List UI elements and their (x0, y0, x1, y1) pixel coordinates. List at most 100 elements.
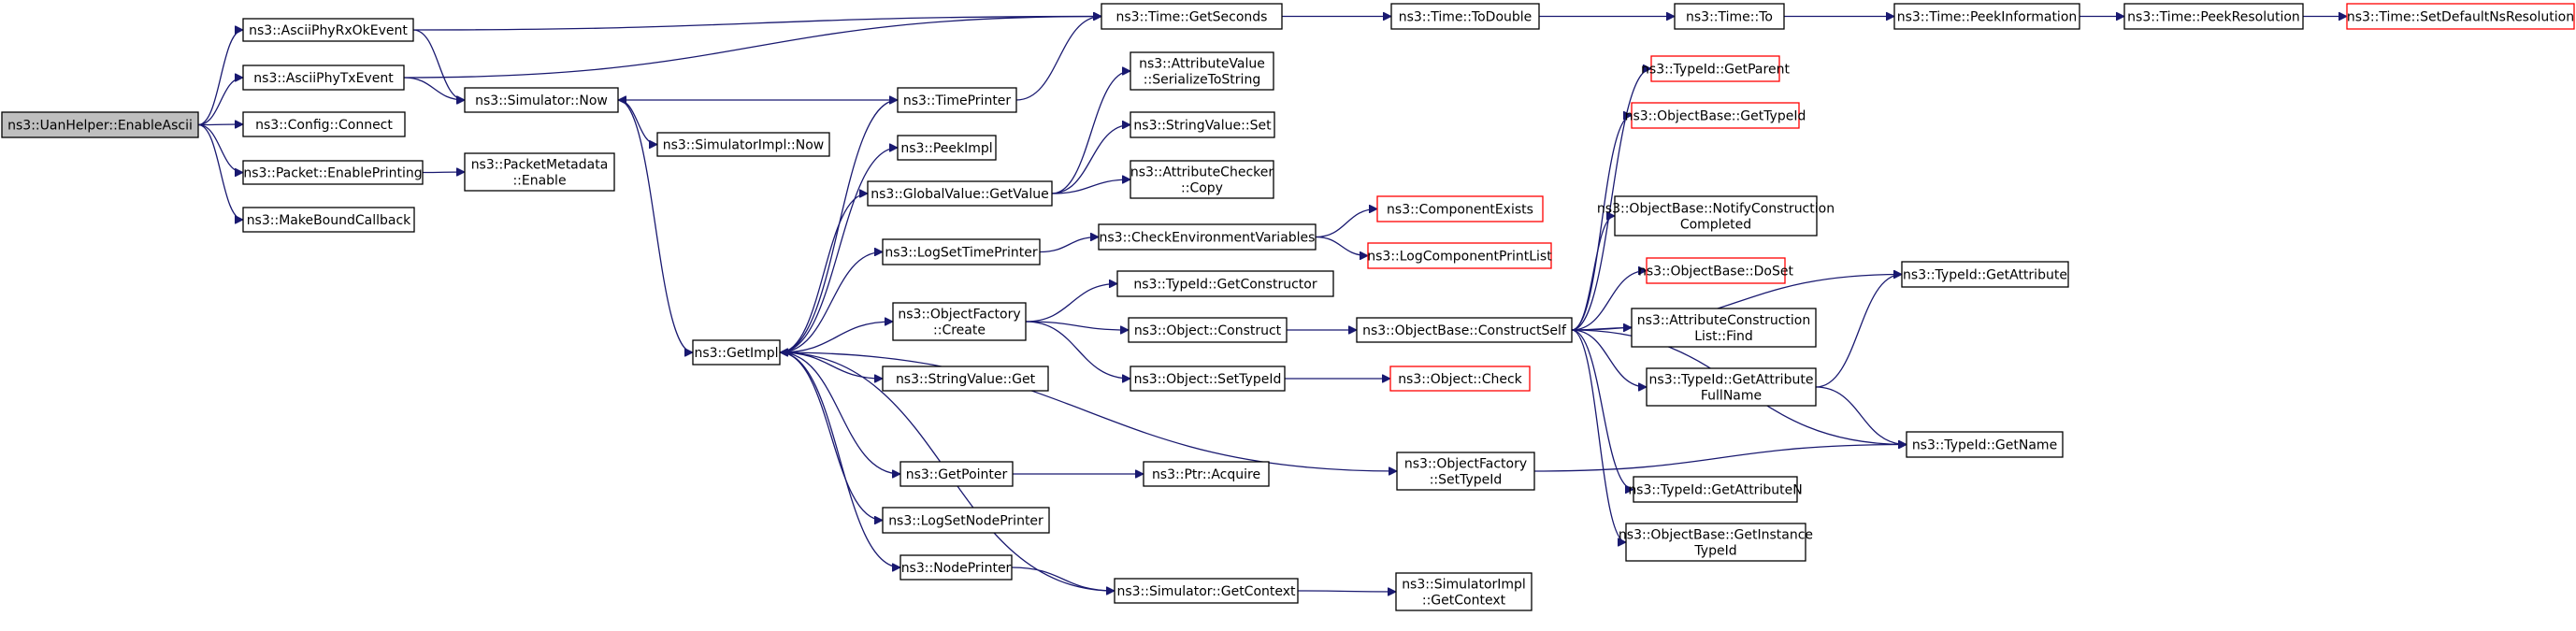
node-ns3-logcomponentprintlist[interactable]: ns3::LogComponentPrintList (1367, 242, 1552, 269)
node-box[interactable] (1625, 523, 1806, 562)
node-ns3-time-to[interactable]: ns3::Time::To (1674, 3, 1785, 30)
node-ns3-getpointer[interactable]: ns3::GetPointer (899, 461, 1014, 487)
node-box[interactable] (1098, 223, 1317, 251)
node-ns3-logsetnodeprinter[interactable]: ns3::LogSetNodePrinter (882, 507, 1050, 534)
node-box[interactable] (1631, 102, 1800, 129)
node-box[interactable] (1390, 3, 1540, 30)
node-ns3-stringvalue-set[interactable]: ns3::StringValue::Set (1130, 111, 1275, 138)
node-box[interactable] (1367, 242, 1552, 269)
node-box[interactable] (1130, 366, 1286, 392)
node-box[interactable] (899, 461, 1014, 487)
node-box[interactable] (1901, 261, 2069, 288)
node-ns3-simulatorimpl-now[interactable]: ns3::SimulatorImpl::Now (656, 132, 830, 157)
node-ns3-object-construct[interactable]: ns3::Object::Construct (1128, 317, 1288, 343)
node-box[interactable] (242, 207, 415, 233)
node-ns3-makeboundcallback[interactable]: ns3::MakeBoundCallback (242, 207, 415, 233)
node-ns3-getimpl[interactable]: ns3::GetImpl (692, 339, 781, 366)
node-box[interactable] (1130, 51, 1274, 91)
node-box[interactable] (242, 18, 414, 42)
node-box[interactable] (1906, 431, 2064, 458)
node-ns3-packetmetadata-enable[interactable]: ns3::PacketMetadata::Enable (464, 152, 615, 192)
node-box[interactable] (1356, 317, 1573, 343)
node-box[interactable] (1893, 3, 2080, 30)
node-box[interactable] (1376, 195, 1544, 222)
node-ns3-time-peekresolution[interactable]: ns3::Time::PeekResolution (2123, 3, 2304, 30)
node-box[interactable] (1128, 317, 1288, 343)
node-box[interactable] (1116, 270, 1334, 297)
node-ns3-typeid-getattributen[interactable]: ns3::TypeId::GetAttributeN (1628, 476, 1803, 503)
node-ns3-logsettimeprinter[interactable]: ns3::LogSetTimePrinter (882, 238, 1041, 265)
node-box[interactable] (2346, 3, 2575, 30)
node-box[interactable] (1614, 195, 1818, 237)
node-ns3-timeprinter[interactable]: ns3::TimePrinter (897, 87, 1017, 113)
node-ns3-peekimpl[interactable]: ns3::PeekImpl (897, 135, 997, 161)
node-box[interactable] (1674, 3, 1785, 30)
node-ns3-config-connect[interactable]: ns3::Config::Connect (242, 111, 406, 137)
node-ns3-asciiphyrxokevent[interactable]: ns3::AsciiPhyRxOkEvent (242, 18, 414, 42)
node-box[interactable] (897, 135, 997, 161)
node-box[interactable] (242, 160, 424, 185)
node-ns3-time-todouble[interactable]: ns3::Time::ToDouble (1390, 3, 1540, 30)
node-ns3-simulator-now[interactable]: ns3::Simulator::Now (464, 87, 619, 113)
node-box[interactable] (2123, 3, 2304, 30)
node-ns3-stringvalue-get[interactable]: ns3::StringValue::Get (882, 366, 1049, 392)
node-ns3-packet-enableprinting[interactable]: ns3::Packet::EnablePrinting (242, 160, 424, 185)
node-box[interactable] (1633, 476, 1798, 503)
node-box[interactable] (464, 152, 615, 192)
node-ns3-componentexists[interactable]: ns3::ComponentExists (1376, 195, 1544, 222)
node-ns3-objectbase-notifyconstructioncompleted[interactable]: ns3::ObjectBase::NotifyConstructionCompl… (1597, 195, 1835, 237)
node-box[interactable] (1130, 111, 1275, 138)
node-box[interactable] (897, 87, 1017, 113)
node-ns3-typeid-getparent[interactable]: ns3::TypeId::GetParent (1641, 55, 1790, 82)
node-box[interactable] (1631, 308, 1817, 348)
node-box[interactable] (464, 87, 619, 113)
node-box[interactable] (1143, 461, 1270, 487)
node-ns3-simulator-getcontext[interactable]: ns3::Simulator::GetContext (1114, 578, 1299, 604)
node-box[interactable] (892, 302, 1027, 341)
node-box[interactable] (1646, 367, 1817, 407)
node-box[interactable] (242, 111, 406, 137)
node-box[interactable] (1130, 160, 1274, 199)
node-ns3-uanhelper-enableascii[interactable]: ns3::UanHelper::EnableAscii (1, 111, 199, 138)
node-ns3-attributechecker-copy[interactable]: ns3::AttributeChecker::Copy (1130, 160, 1274, 199)
node-ns3-objectfactory-settypeid[interactable]: ns3::ObjectFactory::SetTypeId (1396, 452, 1535, 491)
node-ns3-globalvalue-getvalue[interactable]: ns3::GlobalValue::GetValue (867, 180, 1053, 207)
node-box[interactable] (1389, 366, 1531, 392)
node-ns3-typeid-getattribute[interactable]: ns3::TypeId::GetAttribute (1901, 261, 2069, 288)
node-box[interactable] (692, 339, 781, 366)
node-ns3-object-check[interactable]: ns3::Object::Check (1389, 366, 1531, 392)
node-box[interactable] (1114, 578, 1299, 604)
node-box[interactable] (882, 507, 1050, 534)
node-ns3-asciiphytxevent[interactable]: ns3::AsciiPhyTxEvent (242, 65, 405, 91)
node-ns3-objectbase-constructself[interactable]: ns3::ObjectBase::ConstructSelf (1356, 317, 1573, 343)
node-ns3-ptr-acquire[interactable]: ns3::Ptr::Acquire (1143, 461, 1270, 487)
node-ns3-objectbase-gettypeid[interactable]: ns3::ObjectBase::GetTypeId (1625, 102, 1806, 129)
node-ns3-nodeprinter[interactable]: ns3::NodePrinter (899, 554, 1013, 581)
node-ns3-checkenvironmentvariables[interactable]: ns3::CheckEnvironmentVariables (1098, 223, 1317, 251)
node-ns3-objectfactory-create[interactable]: ns3::ObjectFactory::Create (892, 302, 1027, 341)
node-ns3-simulatorimpl-getcontext[interactable]: ns3::SimulatorImpl::GetContext (1395, 572, 1533, 611)
node-ns3-time-getseconds[interactable]: ns3::Time::GetSeconds (1101, 3, 1283, 30)
node-ns3-typeid-getconstructor[interactable]: ns3::TypeId::GetConstructor (1116, 270, 1334, 297)
node-box[interactable] (1396, 452, 1535, 491)
node-box[interactable] (242, 65, 405, 91)
node-ns3-time-setdefaultnsresolution[interactable]: ns3::Time::SetDefaultNsResolution (2346, 3, 2575, 30)
node-box[interactable] (1650, 55, 1780, 82)
node-box[interactable] (867, 180, 1053, 207)
node-ns3-typeid-getname[interactable]: ns3::TypeId::GetName (1906, 431, 2064, 458)
node-box[interactable] (656, 132, 830, 157)
node-ns3-time-peekinformation[interactable]: ns3::Time::PeekInformation (1893, 3, 2080, 30)
node-box[interactable] (1646, 257, 1786, 284)
node-box[interactable] (882, 238, 1041, 265)
node-ns3-object-settypeid[interactable]: ns3::Object::SetTypeId (1130, 366, 1286, 392)
node-box[interactable] (1395, 572, 1533, 611)
node-ns3-objectbase-doset[interactable]: ns3::ObjectBase::DoSet (1638, 257, 1793, 284)
node-box[interactable] (1, 111, 199, 138)
node-box[interactable] (882, 366, 1049, 392)
node-ns3-attributevalue-serializetostring[interactable]: ns3::AttributeValue::SerializeToString (1130, 51, 1274, 91)
node-box[interactable] (1101, 3, 1283, 30)
node-box[interactable] (899, 554, 1013, 581)
